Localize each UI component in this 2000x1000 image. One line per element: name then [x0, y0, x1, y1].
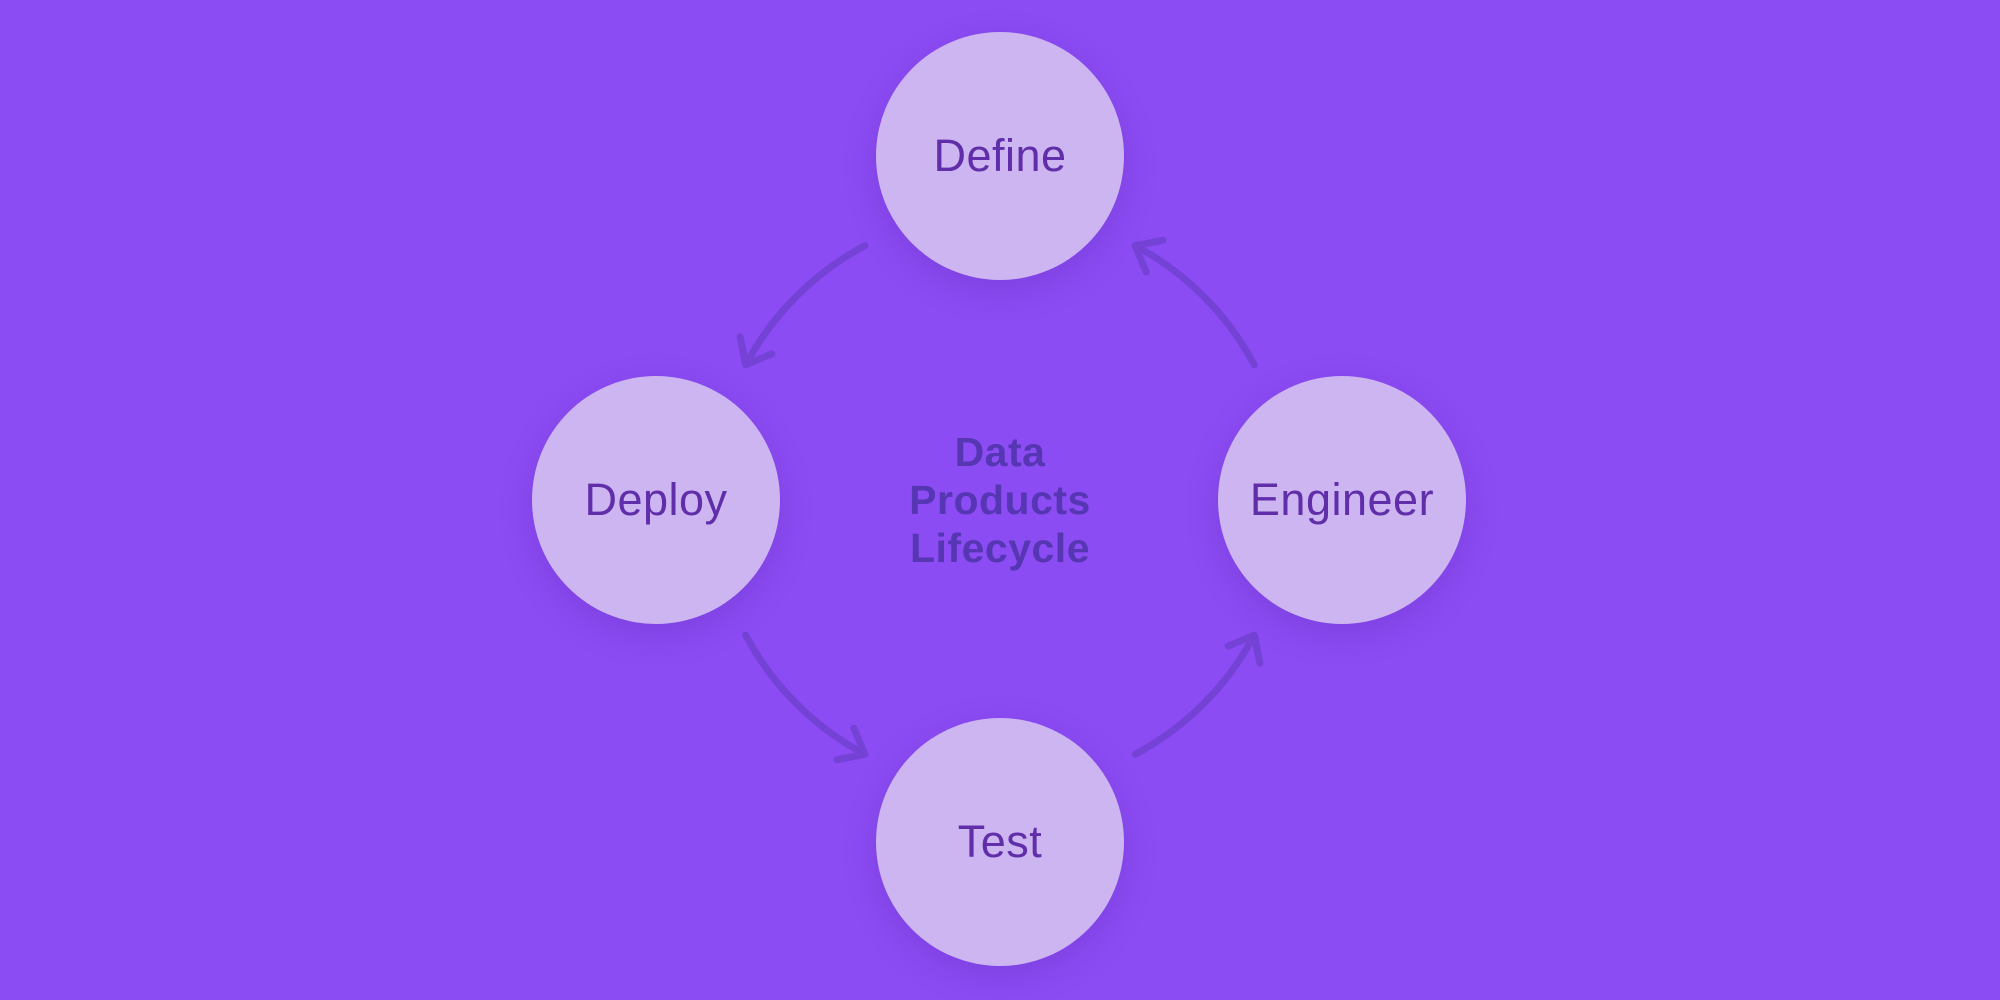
arrow-engineer-to-define: [1131, 236, 1258, 369]
node-deploy: Deploy: [532, 376, 780, 624]
title-line-1: Data: [954, 429, 1046, 475]
arrow-deploy-to-test: [742, 631, 869, 764]
node-test: Test: [876, 718, 1124, 966]
arrow-test-to-engineer: [1131, 631, 1264, 758]
arrow-define-to-deploy: [736, 242, 869, 369]
title-line-2: Products: [909, 477, 1091, 523]
node-deploy-label: Deploy: [584, 474, 728, 525]
node-engineer: Engineer: [1218, 376, 1466, 624]
diagram-title: Data Products Lifecycle: [800, 420, 1200, 580]
node-engineer-label: Engineer: [1249, 474, 1435, 525]
title-line-3: Lifecycle: [910, 525, 1090, 571]
node-define: Define: [876, 32, 1124, 280]
node-test-label: Test: [957, 816, 1043, 867]
node-define-label: Define: [933, 130, 1067, 181]
